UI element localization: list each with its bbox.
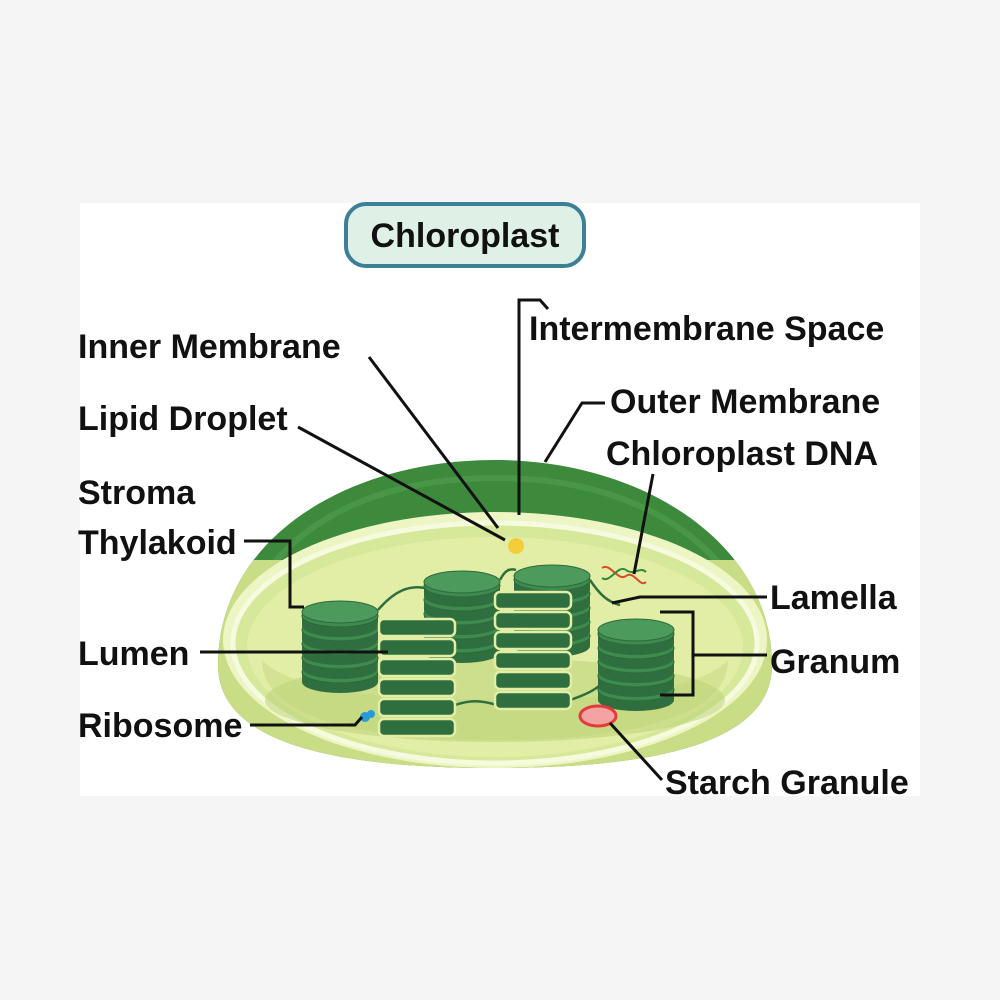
granum-stack-right: [597, 618, 675, 712]
label-starch-granule: Starch Granule: [665, 764, 909, 802]
label-lamella: Lamella: [770, 579, 898, 617]
leader-ribosome: [250, 716, 364, 727]
leader-chloroplast-dna: [632, 473, 655, 575]
label-lumen: Lumen: [78, 635, 189, 673]
label-ribosome: Ribosome: [78, 707, 242, 745]
leader-starch-granule: [608, 721, 664, 782]
leader-outer-membrane: [543, 401, 605, 463]
leader-thylakoid: [244, 539, 304, 609]
starch-granule-shape: [578, 704, 618, 728]
label-chloroplast-dna: Chloroplast DNA: [606, 435, 878, 473]
leader-lipid-droplet: [297, 425, 506, 542]
label-thylakoid: Thylakoid: [78, 524, 237, 562]
label-stroma: Stroma: [78, 474, 196, 512]
label-inner-membrane: Inner Membrane: [78, 328, 341, 366]
labels: Inner Membrane Intermembrane Space Lipid…: [78, 310, 909, 802]
leader-lines: [200, 298, 767, 782]
label-intermembrane-space: Intermembrane Space: [529, 310, 884, 348]
diagram-title: Chloroplast: [371, 217, 560, 255]
ribosome-shape: [360, 710, 375, 722]
label-outer-membrane: Outer Membrane: [610, 383, 880, 421]
title-badge: Chloroplast: [344, 202, 586, 268]
granum-stack-left: [301, 600, 379, 694]
chloroplast-dna-shape: [601, 565, 647, 585]
leader-lamella: [611, 595, 767, 605]
leader-inner-membrane: [367, 356, 500, 529]
label-lipid-droplet: Lipid Droplet: [78, 400, 288, 438]
lipid-droplet-shape: [508, 538, 524, 554]
leader-intermembrane-space: [517, 298, 550, 515]
label-granum: Granum: [770, 643, 900, 681]
